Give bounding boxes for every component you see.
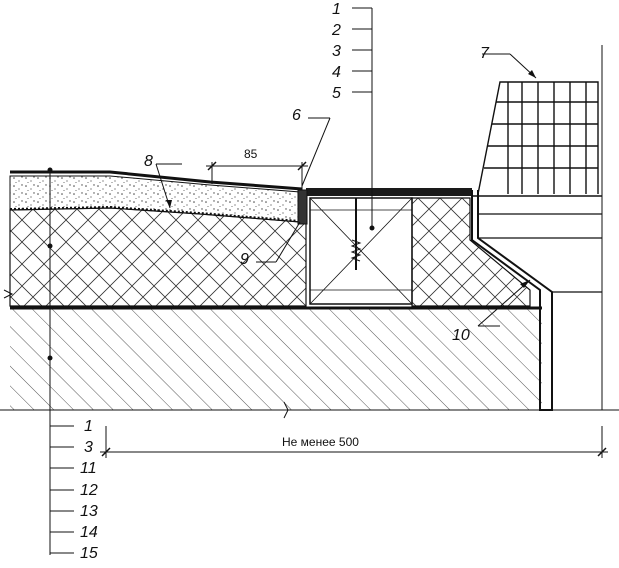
seal-strip	[297, 189, 308, 225]
break-mark-left	[3, 289, 14, 299]
callout-7: 7	[480, 45, 537, 79]
callout-8: 8	[144, 153, 182, 209]
adjacent-wall	[472, 45, 603, 410]
callout-9: 9	[240, 221, 301, 268]
dimension-85: 85	[206, 147, 308, 190]
callout-6: 6	[292, 107, 331, 187]
block-membrane	[306, 188, 472, 196]
bottom-leader-14: 14	[80, 524, 98, 541]
dimension-500-label: Не менее 500	[282, 435, 359, 449]
dimension-500: Не менее 500	[100, 426, 608, 458]
callout-7-label: 7	[480, 45, 490, 62]
top-leader-4: 4	[332, 64, 341, 81]
bottom-leader-stack: 1 3 11 12 13 14 15	[47, 167, 98, 562]
bottom-leader-15: 15	[80, 545, 98, 562]
callout-9-label: 9	[240, 251, 249, 268]
bottom-leader-11: 11	[80, 460, 97, 477]
railing-grid	[477, 81, 599, 195]
timber-block	[309, 197, 413, 305]
top-leader-3: 3	[332, 43, 341, 60]
bottom-leader-13: 13	[80, 503, 98, 520]
bottom-leader-3: 3	[84, 439, 93, 456]
dimension-85-label: 85	[244, 147, 258, 161]
callout-8-label: 8	[144, 153, 153, 170]
callout-10: 10	[452, 279, 531, 344]
break-mark	[283, 401, 289, 419]
callout-6-label: 6	[292, 107, 301, 124]
top-leader-stack: 1 2 3 4 5	[331, 1, 375, 231]
callout-10-label: 10	[452, 327, 470, 344]
bottom-leader-1: 1	[84, 418, 93, 435]
top-leader-5: 5	[332, 85, 341, 102]
concrete-slab	[10, 306, 542, 410]
insulation-right	[411, 197, 531, 307]
top-leader-2: 2	[331, 22, 341, 39]
bottom-leader-12: 12	[80, 482, 98, 499]
top-leader-1: 1	[332, 1, 341, 18]
insulation-layer	[9, 207, 307, 307]
